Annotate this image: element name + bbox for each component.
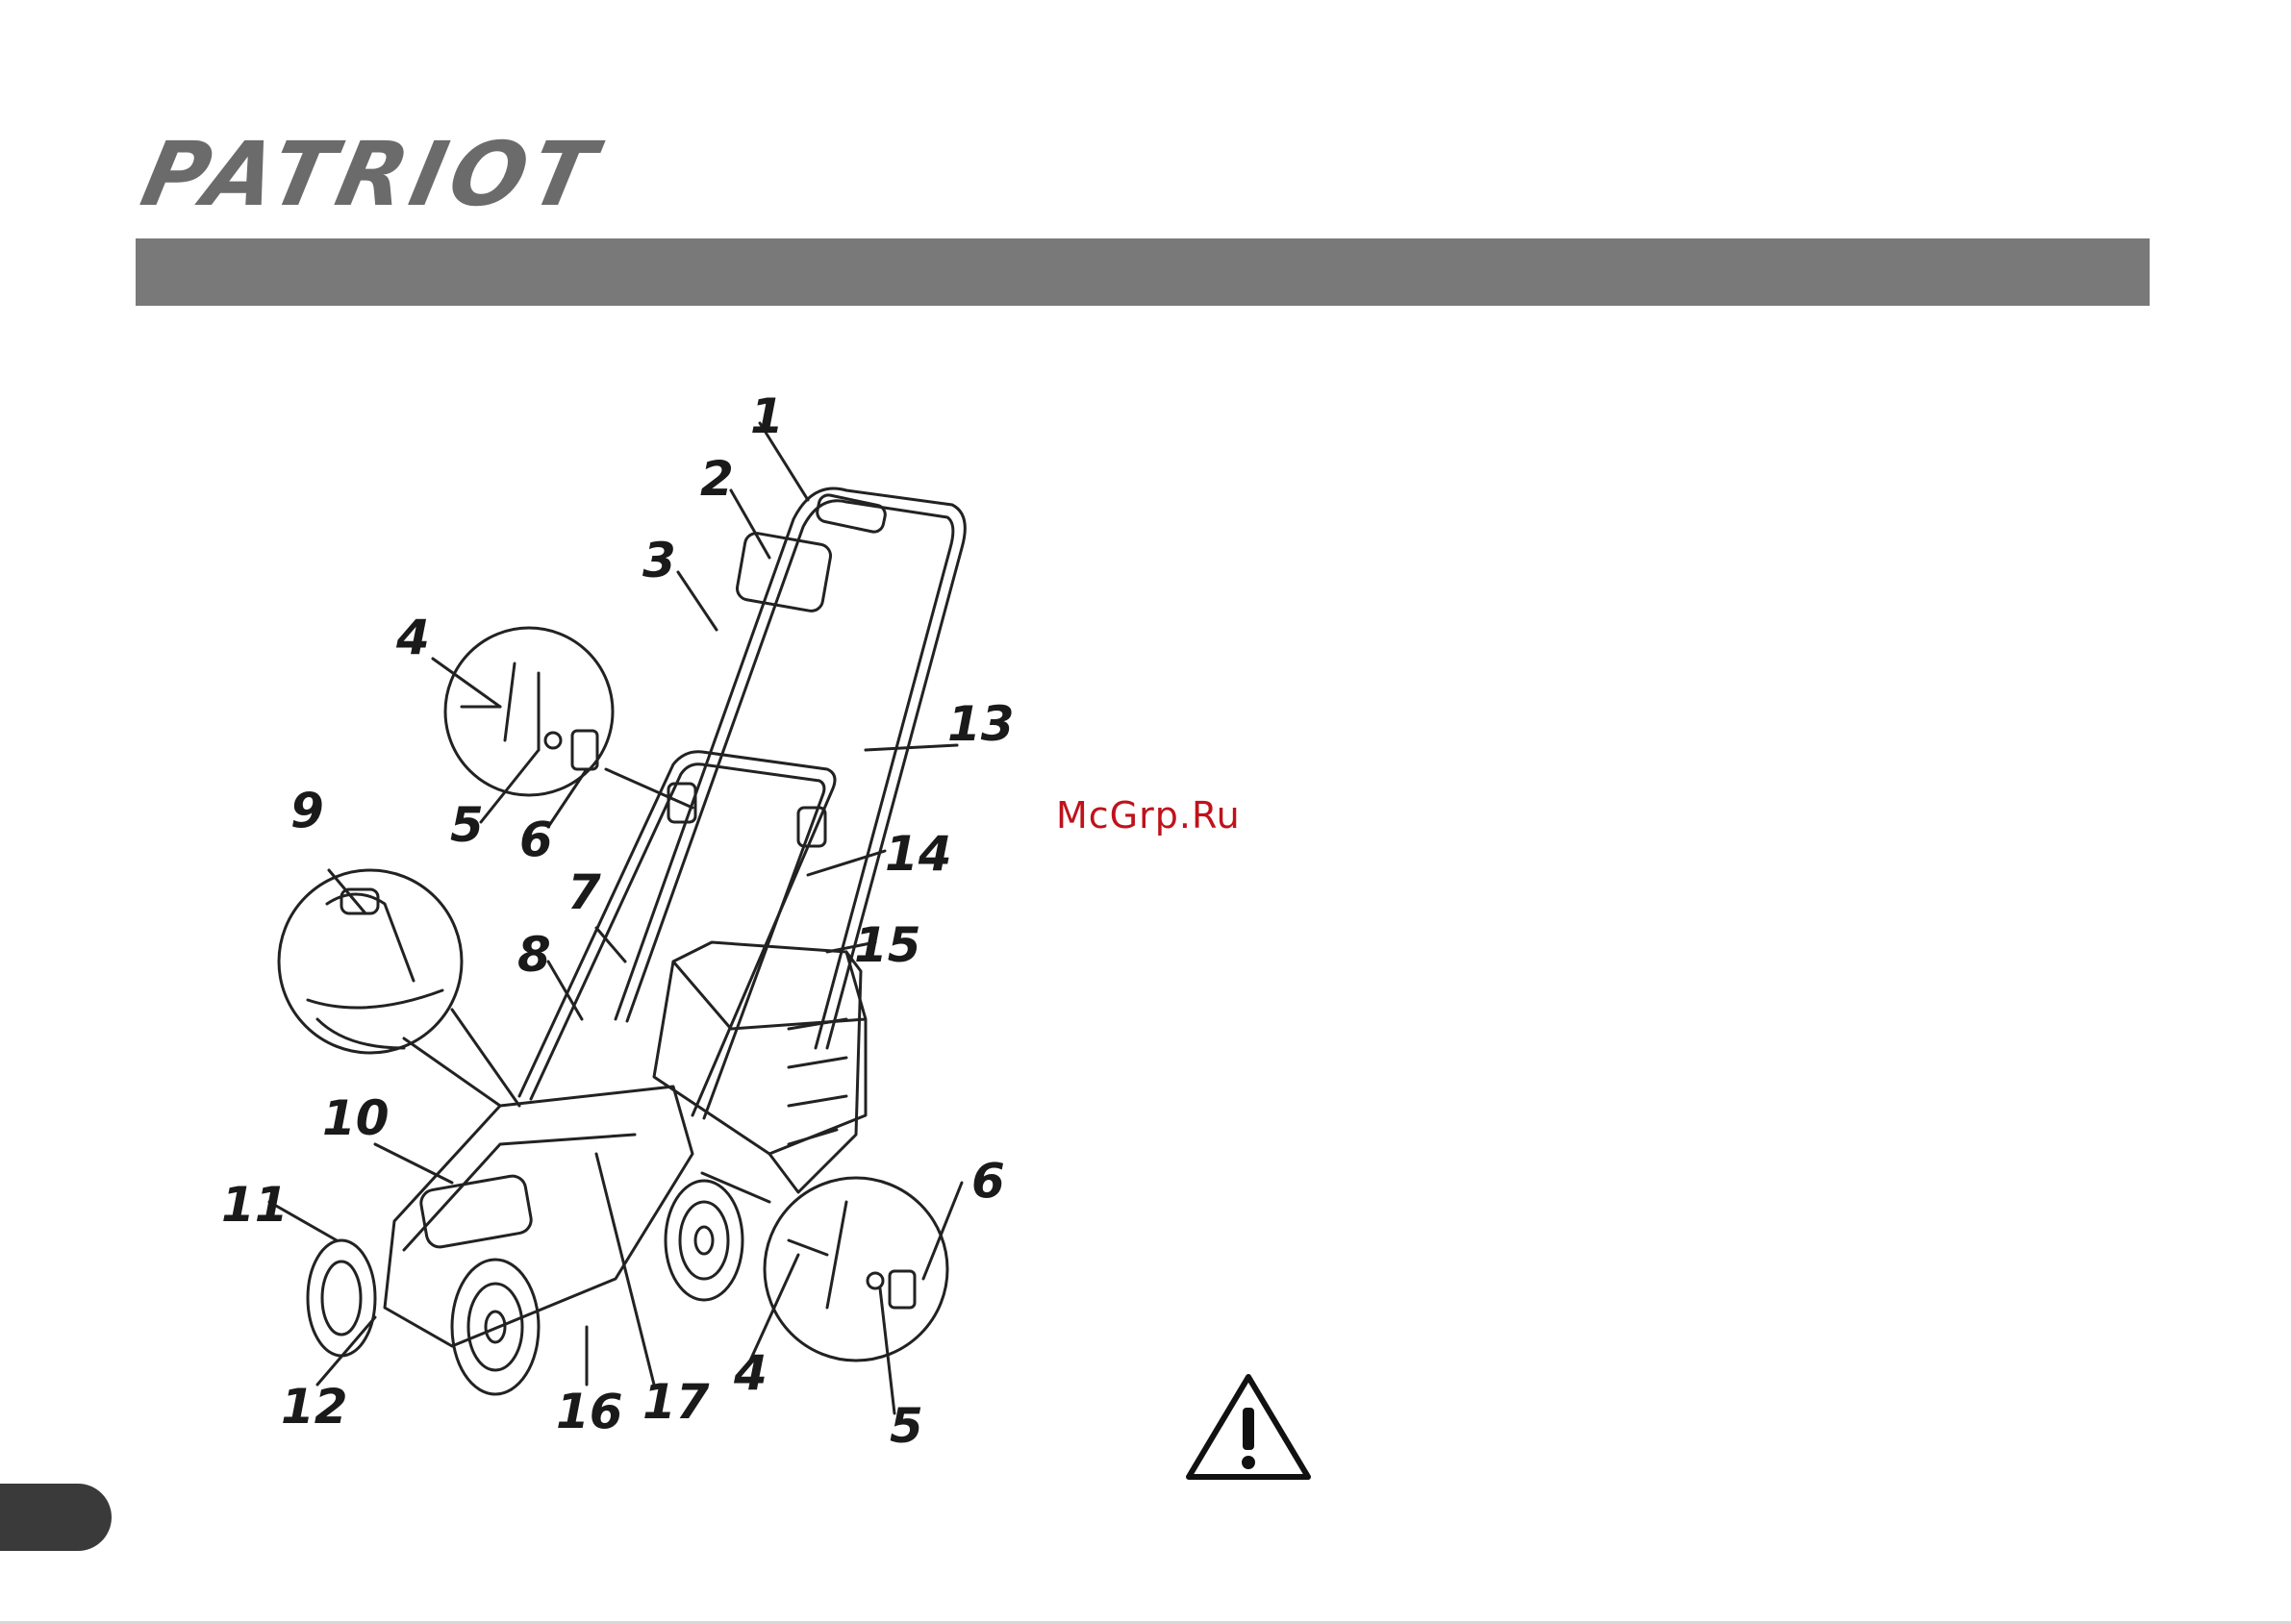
callout-5-top: 5 — [450, 797, 484, 853]
callout-9: 9 — [290, 783, 324, 838]
callout-4-bottom: 4 — [733, 1345, 768, 1401]
handle-grip — [816, 493, 887, 534]
callout-6-bottom: 6 — [971, 1153, 1005, 1209]
callout-3: 3 — [642, 533, 676, 588]
lower-handle — [519, 752, 835, 1115]
rear-wheel — [666, 1181, 743, 1300]
callout-6-top: 6 — [519, 812, 553, 867]
callout-8: 8 — [517, 927, 551, 983]
callout-1: 1 — [750, 388, 784, 444]
callout-12: 12 — [281, 1379, 348, 1435]
callout-14: 14 — [885, 826, 952, 882]
callout-5-bottom: 5 — [890, 1398, 923, 1454]
callout-10: 10 — [322, 1090, 390, 1146]
callout-2: 2 — [700, 451, 734, 507]
callout-17: 17 — [642, 1374, 710, 1430]
page-tab — [0, 1484, 112, 1551]
callout-15: 15 — [854, 917, 921, 973]
grass-box — [654, 962, 866, 1154]
callout-13: 13 — [947, 696, 1015, 752]
callout-11: 11 — [221, 1177, 289, 1233]
callout-labels: 1 2 3 4 5 6 9 7 8 13 14 15 10 11 12 16 1… — [221, 388, 1015, 1454]
callout-16: 16 — [556, 1384, 623, 1439]
warning-triangle-icon — [1181, 1369, 1316, 1485]
callout-7: 7 — [567, 864, 601, 920]
callout-4-top: 4 — [395, 610, 430, 665]
front-left-wheel — [308, 1240, 375, 1356]
mower-deck — [385, 1087, 692, 1346]
